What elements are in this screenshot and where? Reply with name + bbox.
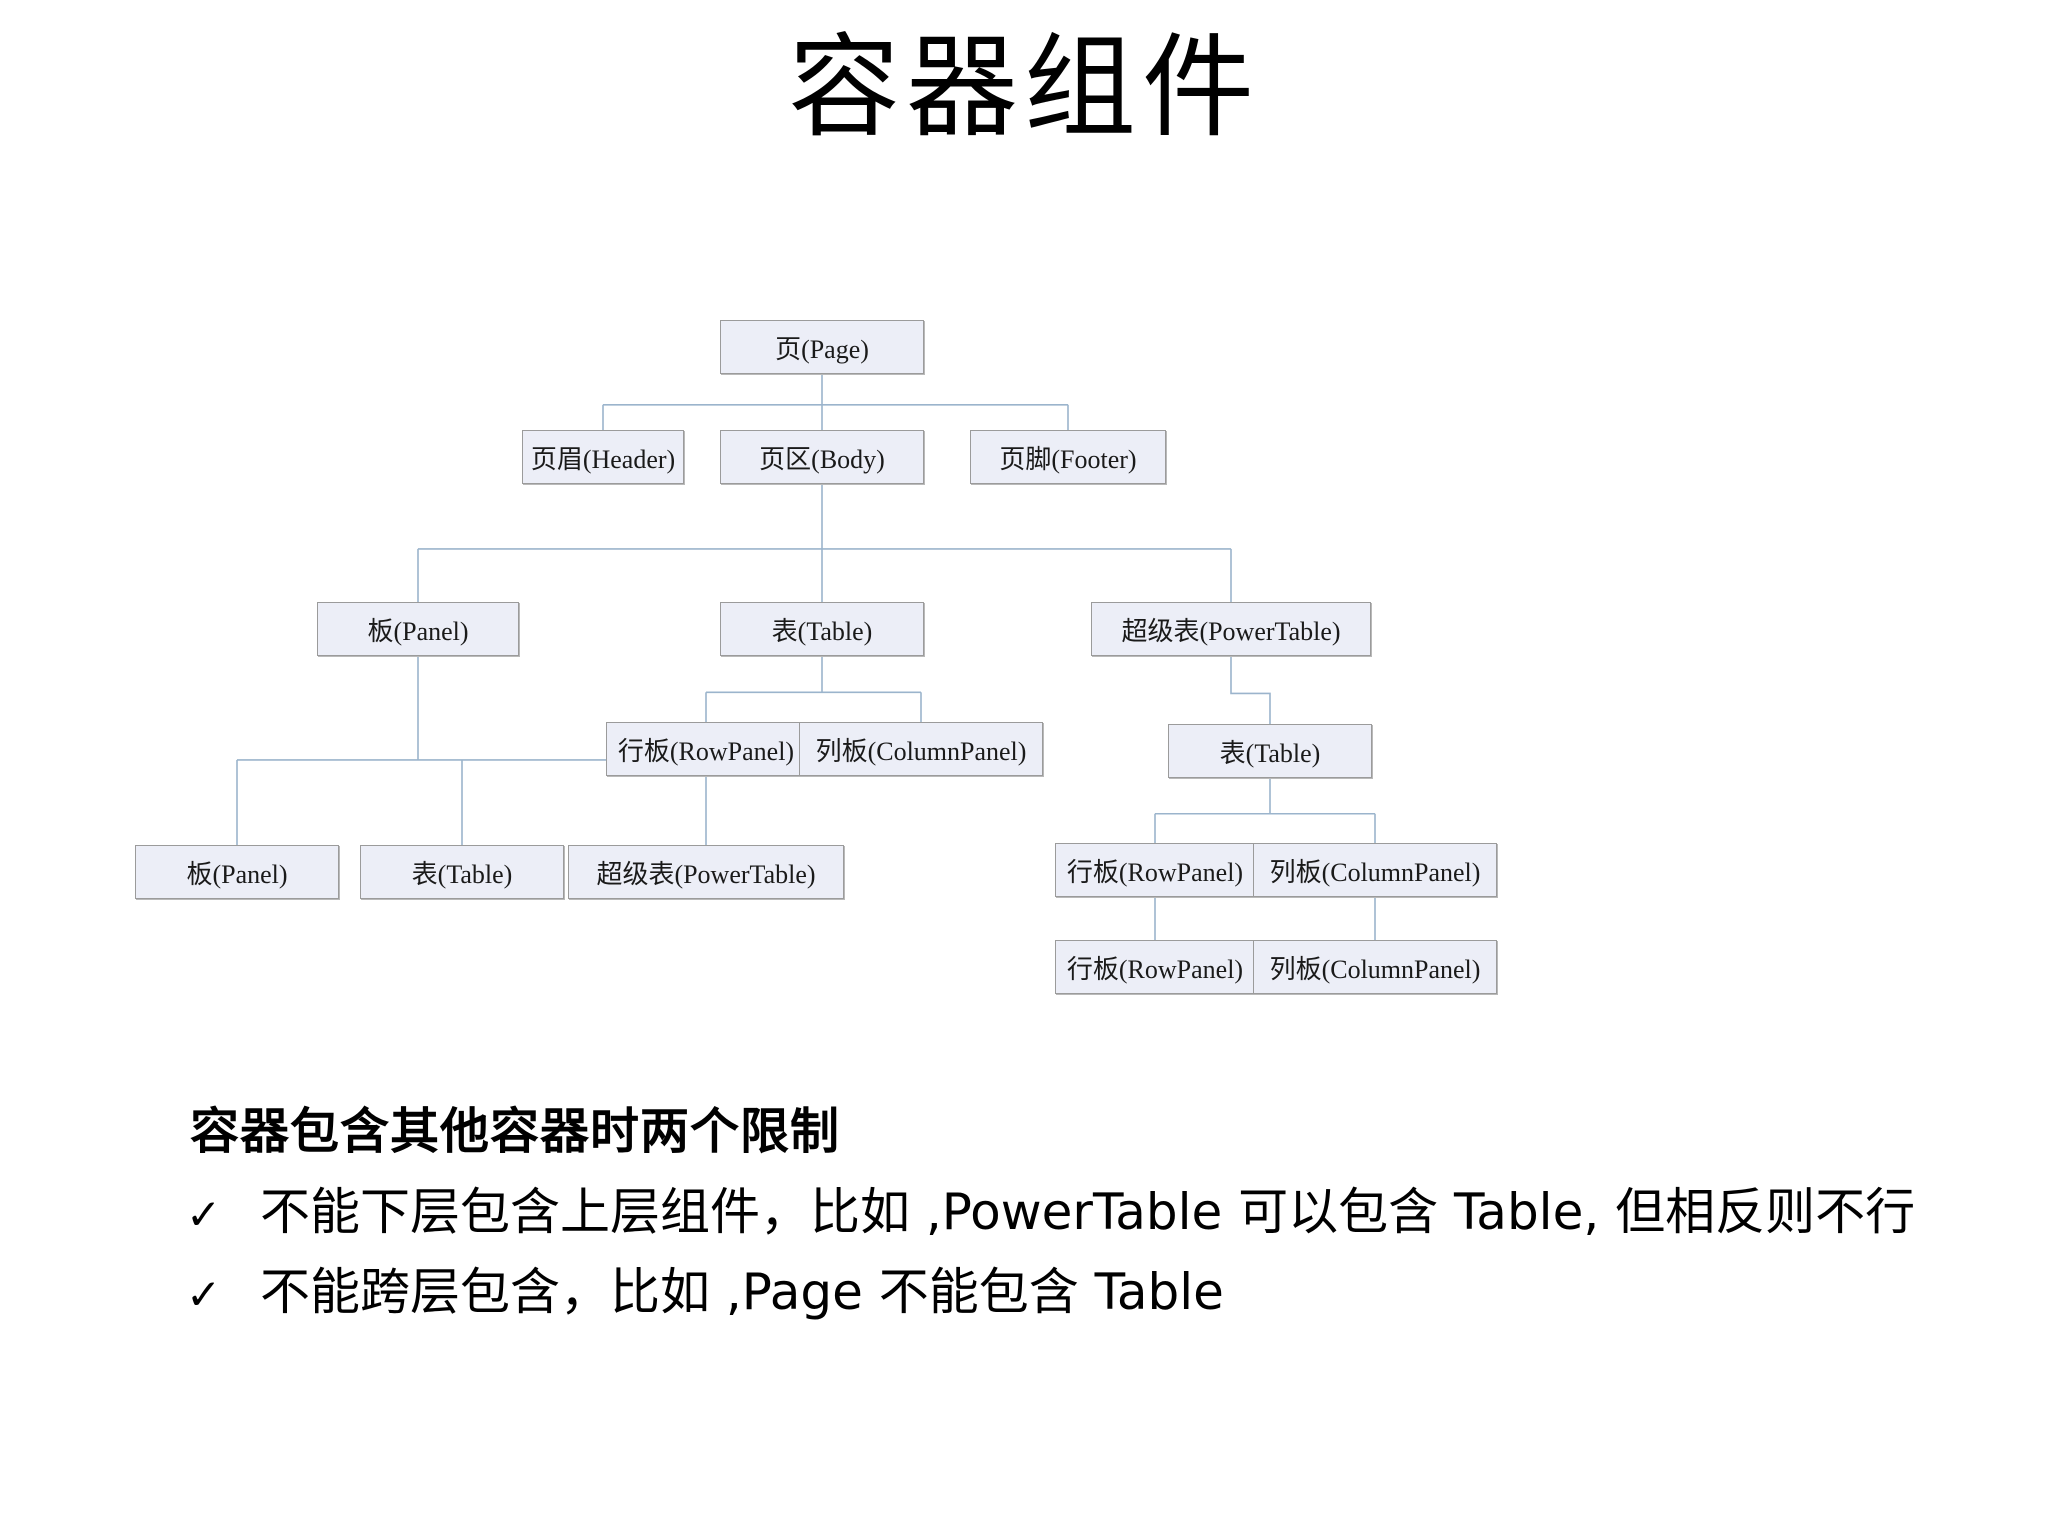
notes-heading: 容器包含其他容器时两个限制 xyxy=(190,1103,841,1160)
container-hierarchy-diagram: 页(Page) 页眉(Header) 页区(Body) 页脚(Footer) 板(Pan… xyxy=(135,320,1497,994)
diagram-node-label: 行板(RowPanel) xyxy=(1066,857,1244,887)
diagram-node-label: 页区(Body) xyxy=(759,444,885,474)
notes-bullet-2: ✓ 不能跨层包含，比如 ,Page 不能包含 Table xyxy=(186,1252,1224,1324)
diagram-node-label: 表(Table) xyxy=(1219,738,1321,768)
diagram-node-rowpanel3: 行板(RowPanel) xyxy=(1055,940,1255,994)
diagram-node-label: 列板(ColumnPanel) xyxy=(815,736,1027,766)
diagram-node-label: 列板(ColumnPanel) xyxy=(1269,857,1481,887)
diagram-node-panel1: 板(Panel) xyxy=(317,602,519,656)
diagram-node-label: 超级表(PowerTable) xyxy=(596,859,816,889)
notes-bullet-1: ✓ 不能下层包含上层组件，比如 ,PowerTable 可以包含 Table, … xyxy=(186,1172,1915,1244)
diagram-node-ptable2: 超级表(PowerTable) xyxy=(568,845,844,899)
diagram-node-label: 列板(ColumnPanel) xyxy=(1269,954,1481,984)
diagram-node-label: 行板(RowPanel) xyxy=(1066,954,1244,984)
diagram-node-label: 板(Panel) xyxy=(186,859,288,889)
check-icon: ✓ xyxy=(186,1270,222,1319)
diagram-connectors xyxy=(236,374,1376,940)
diagram-node-rowpanel1: 行板(RowPanel) xyxy=(606,722,806,776)
diagram-node-table3: 表(Table) xyxy=(360,845,564,899)
check-icon: ✓ xyxy=(186,1190,222,1239)
diagram-node-label: 页脚(Footer) xyxy=(999,444,1137,474)
connector-line xyxy=(1230,656,1271,724)
diagram-node-header: 页眉(Header) xyxy=(522,430,684,484)
diagram-node-footer: 页脚(Footer) xyxy=(970,430,1166,484)
notes-bullet-2-text: 不能跨层包含，比如 ,Page 不能包含 Table xyxy=(260,1263,1224,1321)
diagram-node-panel2: 板(Panel) xyxy=(135,845,339,899)
diagram-node-body: 页区(Body) xyxy=(720,430,924,484)
diagram-node-label: 页眉(Header) xyxy=(530,444,676,474)
diagram-node-label: 表(Table) xyxy=(771,616,873,646)
diagram-node-page: 页(Page) xyxy=(720,320,924,374)
diagram-node-label: 行板(RowPanel) xyxy=(617,736,795,766)
notes-bullet-1-text: 不能下层包含上层组件，比如 ,PowerTable 可以包含 Table, 但相… xyxy=(260,1183,1916,1241)
diagram-node-label: 页(Page) xyxy=(775,334,869,364)
diagram-node-label: 板(Panel) xyxy=(367,616,469,646)
diagram-node-label: 超级表(PowerTable) xyxy=(1121,616,1341,646)
diagram-node-table1: 表(Table) xyxy=(720,602,924,656)
diagram-node-colpanel3: 列板(ColumnPanel) xyxy=(1253,940,1497,994)
diagram-node-colpanel2: 列板(ColumnPanel) xyxy=(1253,843,1497,897)
diagram-node-colpanel1: 列板(ColumnPanel) xyxy=(799,722,1043,776)
page-title: 容器组件 xyxy=(788,23,1260,153)
diagram-node-table2: 表(Table) xyxy=(1168,724,1372,778)
diagram-node-ptable1: 超级表(PowerTable) xyxy=(1091,602,1371,656)
diagram-node-label: 表(Table) xyxy=(411,859,513,889)
diagram-node-rowpanel2: 行板(RowPanel) xyxy=(1055,843,1255,897)
